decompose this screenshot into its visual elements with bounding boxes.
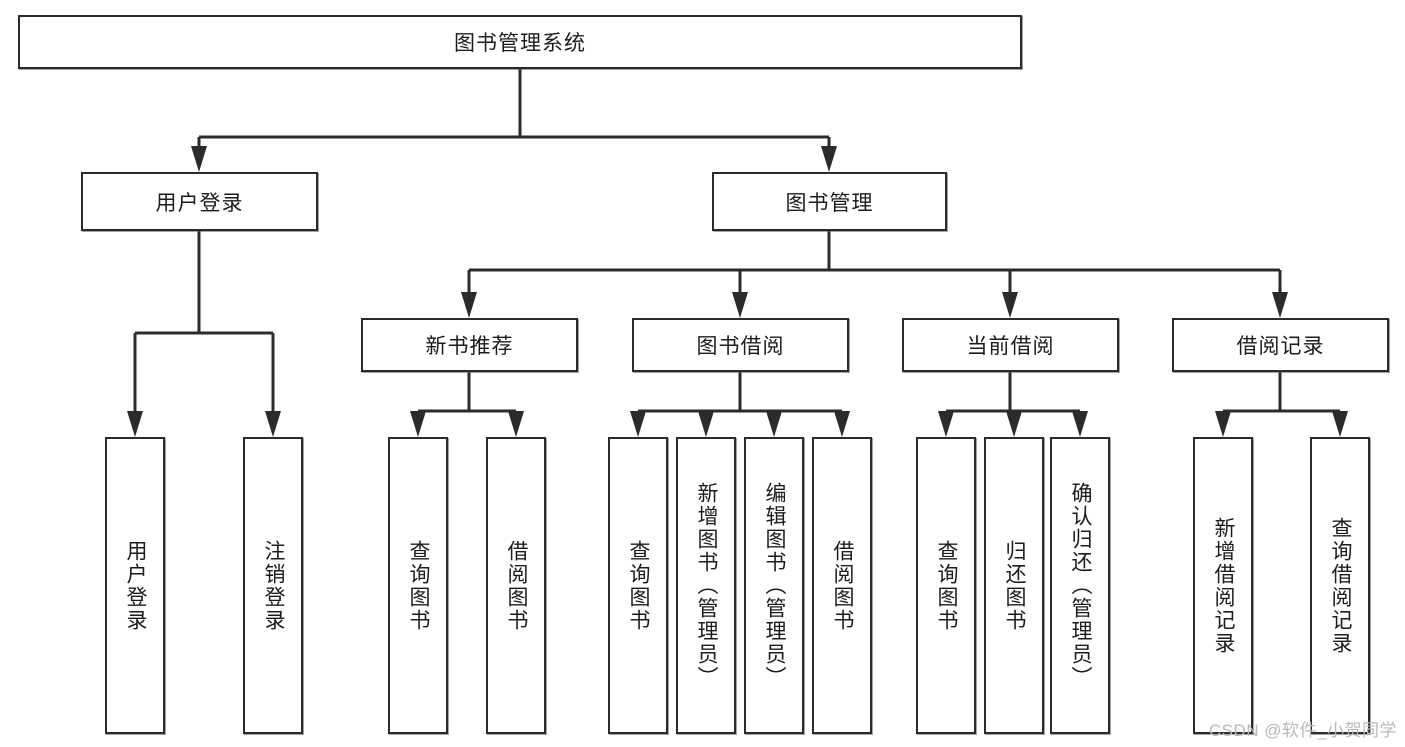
leaf-node-用户登录[interactable]: 用户登录 <box>105 437 165 734</box>
node-label: 用户登录 <box>155 191 244 215</box>
arrowhead-icon <box>508 411 524 437</box>
leaf-node-查询借阅记录[interactable]: 查询借阅记录 <box>1310 437 1370 734</box>
node-label: 查询借阅记录 <box>1329 516 1353 655</box>
node-label: 图书管理系统 <box>454 32 586 55</box>
arrowhead-icon <box>698 411 714 437</box>
arrowhead-icon <box>265 411 281 437</box>
leaf-node-归还图书[interactable]: 归还图书 <box>984 437 1044 734</box>
node-label: 注销登录 <box>262 539 286 632</box>
arrowhead-icon <box>630 411 646 437</box>
node-label: 图书借阅 <box>696 335 785 358</box>
level3-node-图书借阅[interactable]: 图书借阅 <box>632 318 849 372</box>
node-label: 新书推荐 <box>425 335 514 358</box>
arrowhead-icon <box>1272 292 1288 318</box>
leaf-node-借阅图书[interactable]: 借阅图书 <box>812 437 872 734</box>
leaf-node-新增图书管理员[interactable]: 新增图书（管理员） <box>676 437 736 734</box>
node-label: 编辑图书（管理员） <box>763 482 787 689</box>
leaf-node-查询图书[interactable]: 查询图书 <box>916 437 976 734</box>
node-label: 借阅图书 <box>505 539 529 632</box>
arrowhead-icon <box>1002 292 1018 318</box>
level3-node-新书推荐[interactable]: 新书推荐 <box>361 318 578 372</box>
node-label: 用户登录 <box>124 539 148 632</box>
arrowhead-icon <box>1332 411 1348 437</box>
level2-node-用户登录[interactable]: 用户登录 <box>81 172 318 231</box>
node-label: 查询图书 <box>935 539 959 632</box>
arrowhead-icon <box>732 292 748 318</box>
leaf-node-新增借阅记录[interactable]: 新增借阅记录 <box>1193 437 1253 734</box>
leaf-node-查询图书[interactable]: 查询图书 <box>388 437 448 734</box>
level3-node-当前借阅[interactable]: 当前借阅 <box>902 318 1119 372</box>
leaf-node-确认归还管理员[interactable]: 确认归还（管理员） <box>1050 437 1110 734</box>
root-node-图书管理系统[interactable]: 图书管理系统 <box>18 15 1022 69</box>
level2-node-图书管理[interactable]: 图书管理 <box>712 172 947 231</box>
arrowhead-icon <box>834 411 850 437</box>
node-label: 查询图书 <box>407 539 431 632</box>
node-label: 新增图书（管理员） <box>695 482 719 689</box>
arrowhead-icon <box>938 411 954 437</box>
node-label: 新增借阅记录 <box>1212 516 1236 655</box>
node-label: 归还图书 <box>1003 539 1027 632</box>
node-label: 借阅记录 <box>1236 335 1325 358</box>
leaf-node-借阅图书[interactable]: 借阅图书 <box>486 437 546 734</box>
node-label: 查询图书 <box>627 539 651 632</box>
node-label: 图书管理 <box>785 191 874 215</box>
node-label: 借阅图书 <box>831 539 855 632</box>
arrowhead-icon <box>1215 411 1231 437</box>
arrowhead-icon <box>1006 411 1022 437</box>
level3-node-借阅记录[interactable]: 借阅记录 <box>1172 318 1389 372</box>
arrowhead-icon <box>127 411 143 437</box>
arrowhead-icon <box>1072 411 1088 437</box>
leaf-node-查询图书[interactable]: 查询图书 <box>608 437 668 734</box>
node-label: 当前借阅 <box>966 335 1055 358</box>
leaf-node-编辑图书管理员[interactable]: 编辑图书（管理员） <box>744 437 804 734</box>
arrowhead-icon <box>191 146 207 172</box>
arrowhead-icon <box>766 411 782 437</box>
arrowhead-icon <box>461 292 477 318</box>
arrowhead-icon <box>410 411 426 437</box>
leaf-node-注销登录[interactable]: 注销登录 <box>243 437 303 734</box>
node-label: 确认归还（管理员） <box>1069 482 1093 689</box>
arrowhead-icon <box>821 146 837 172</box>
